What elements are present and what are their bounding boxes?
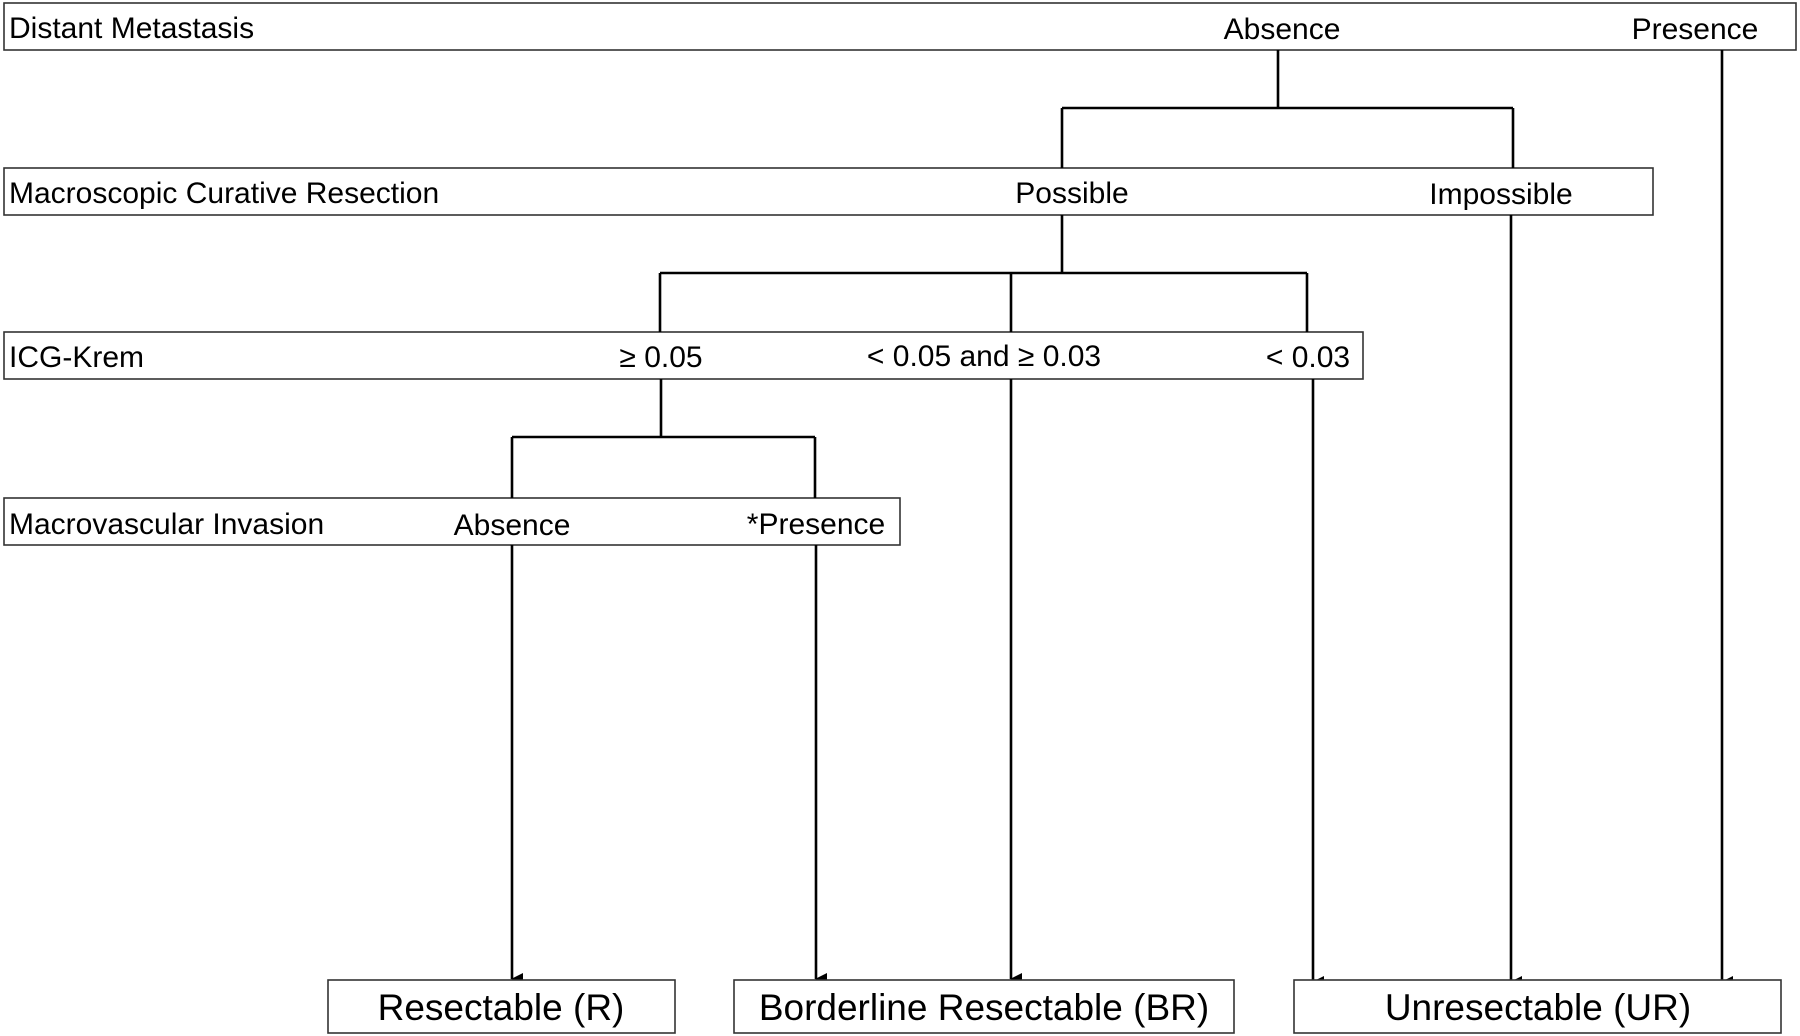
macrovascular-invasion-presence: *Presence [747,508,885,541]
icg-krem-low: < 0.03 [1266,341,1350,374]
outcome-resectable: Resectable (R) [327,979,676,1034]
curative-resection-impossible: Impossible [1429,178,1572,211]
connector-icg-high-split [510,379,817,498]
icg-krem-high: ≥ 0.05 [619,341,702,374]
row-curative-resection: Macroscopic Curative Resection Possible … [3,167,1654,216]
resectable-box [327,979,676,1034]
row-macrovascular-invasion: Macrovascular Invasion Absence *Presence [3,497,901,546]
curative-resection-box [3,167,1654,216]
connector-possible-split [658,215,1309,332]
borderline-box [733,979,1235,1034]
row-distant-metastasis: Distant Metastasis Absence Presence [3,2,1797,51]
outcomes: Resectable (R) Borderline Resectable (BR… [327,979,1782,1034]
curative-resection-possible: Possible [1015,177,1128,210]
unresectable-box [1293,979,1782,1034]
unresectable-label: Unresectable (UR) [1385,987,1691,1028]
macrovascular-invasion-label: Macrovascular Invasion [9,508,324,541]
borderline-label: Borderline Resectable (BR) [759,987,1209,1028]
row-icg-krem: ICG-Krem ≥ 0.05 < 0.05 and ≥ 0.03 < 0.03 [3,331,1364,380]
resectable-label: Resectable (R) [378,987,625,1028]
icg-krem-mid: < 0.05 and ≥ 0.03 [867,340,1101,373]
connector-absence-split [1060,50,1515,168]
connector-lines [510,50,1515,498]
distant-metastasis-box [3,2,1797,51]
distant-metastasis-presence: Presence [1632,13,1759,46]
outcome-arrows [510,50,1733,988]
icg-krem-label: ICG-Krem [9,341,144,374]
outcome-borderline: Borderline Resectable (BR) [733,979,1235,1034]
icg-krem-box [3,331,1364,380]
macrovascular-invasion-absence: Absence [454,509,571,542]
distant-metastasis-absence: Absence [1224,13,1341,46]
curative-resection-label: Macroscopic Curative Resection [9,177,439,210]
outcome-unresectable: Unresectable (UR) [1293,979,1782,1034]
distant-metastasis-label: Distant Metastasis [9,12,254,45]
macrovascular-invasion-box [3,497,901,546]
